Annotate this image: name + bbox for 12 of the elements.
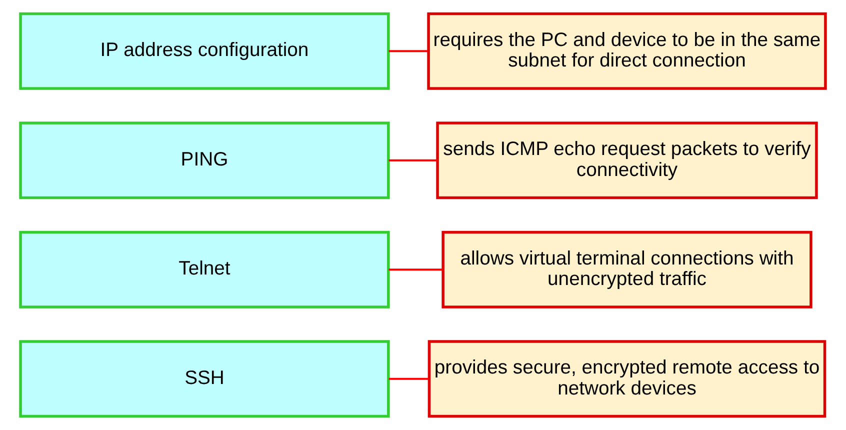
node-box: Telnet <box>19 230 390 308</box>
node-box: SSH <box>19 340 390 418</box>
node-box: provides secure, encrypted remote access to network devices <box>428 340 826 418</box>
connector <box>388 378 429 380</box>
node-box: PING <box>19 122 390 200</box>
connector <box>388 159 438 162</box>
node-box: requires the PC and device to be in the same subnet for direct connection <box>427 12 827 90</box>
node-box: allows virtual terminal connections with unencrypted traffic <box>442 230 812 308</box>
connector <box>388 50 428 52</box>
node-box: sends ICMP echo request packets to verify connectivity <box>436 122 818 200</box>
connector <box>388 268 443 271</box>
node-box: IP address configuration <box>19 12 390 90</box>
